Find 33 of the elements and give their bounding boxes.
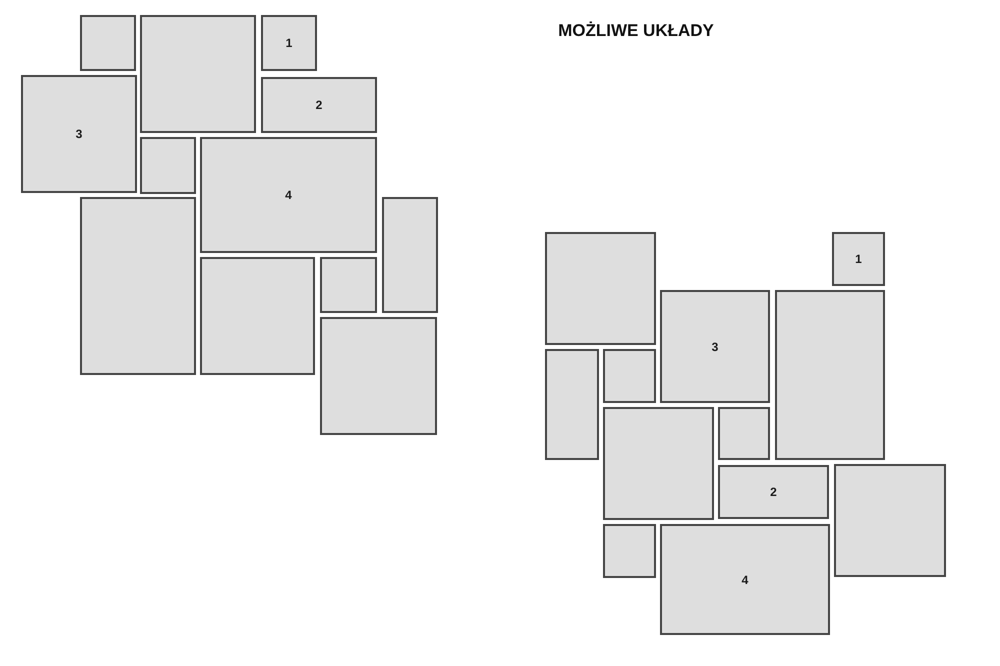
slab-number: 2 xyxy=(316,99,322,111)
slab-number: 1 xyxy=(855,253,862,265)
paving-slab xyxy=(320,257,377,313)
paving-slab xyxy=(261,77,377,133)
paving-slab xyxy=(80,15,136,71)
paving-slab xyxy=(382,197,438,313)
paving-slab xyxy=(320,317,437,435)
paving-slab xyxy=(834,464,946,577)
paving-slab xyxy=(660,290,770,403)
paving-slab xyxy=(140,15,256,133)
paving-slab xyxy=(545,232,656,345)
paving-slab xyxy=(200,137,377,253)
paving-slab xyxy=(603,349,656,403)
slab-number: 1 xyxy=(286,37,292,49)
paving-slab xyxy=(718,407,770,460)
paving-slab xyxy=(603,524,656,578)
paving-slab xyxy=(832,232,885,286)
paving-slab xyxy=(261,15,317,71)
paving-slab xyxy=(21,75,137,193)
paving-slab xyxy=(775,290,885,460)
slab-number: 3 xyxy=(76,128,82,140)
slab-number: 3 xyxy=(712,340,718,352)
diagram-title: MOŻLIWE UKŁADY xyxy=(557,21,715,41)
paving-slab xyxy=(718,465,829,519)
paving-slab xyxy=(140,137,196,194)
paving-slab xyxy=(660,524,830,635)
paving-slab xyxy=(603,407,714,520)
slab-number: 2 xyxy=(770,486,777,498)
paving-slab xyxy=(80,197,196,375)
paving-slab xyxy=(200,257,315,375)
slab-number: 4 xyxy=(742,574,748,586)
slab-number: 4 xyxy=(285,189,292,201)
paving-slab xyxy=(545,349,599,460)
